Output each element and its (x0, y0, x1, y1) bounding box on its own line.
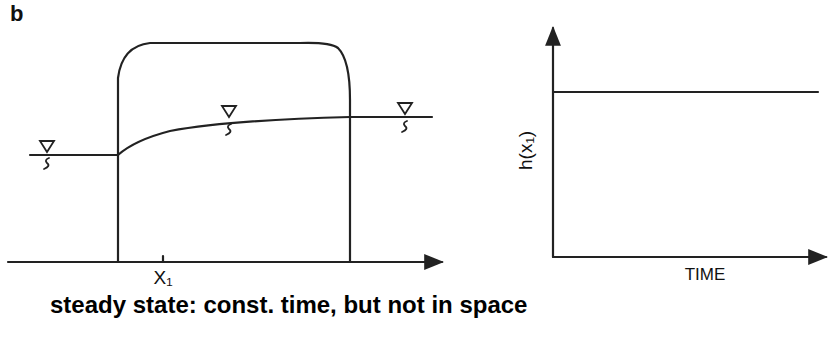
water-symbol (40, 141, 54, 169)
tick (162, 256, 164, 262)
water-level (350, 116, 432, 118)
axis-label: TIME (685, 266, 726, 285)
caption: steady state: const. time, but not in sp… (50, 292, 530, 319)
panel-letter: b (10, 2, 23, 26)
water-symbol (398, 103, 412, 132)
ground-surface (118, 43, 350, 262)
head-line (553, 91, 818, 93)
water-table (118, 117, 350, 155)
time-axis (553, 256, 826, 258)
position-label: X₁ (153, 268, 172, 289)
x-axis (8, 261, 442, 263)
water-symbol (222, 106, 236, 135)
y-axis (552, 28, 554, 257)
water-level (30, 154, 118, 156)
axis-label: h(x₁) (517, 130, 538, 169)
